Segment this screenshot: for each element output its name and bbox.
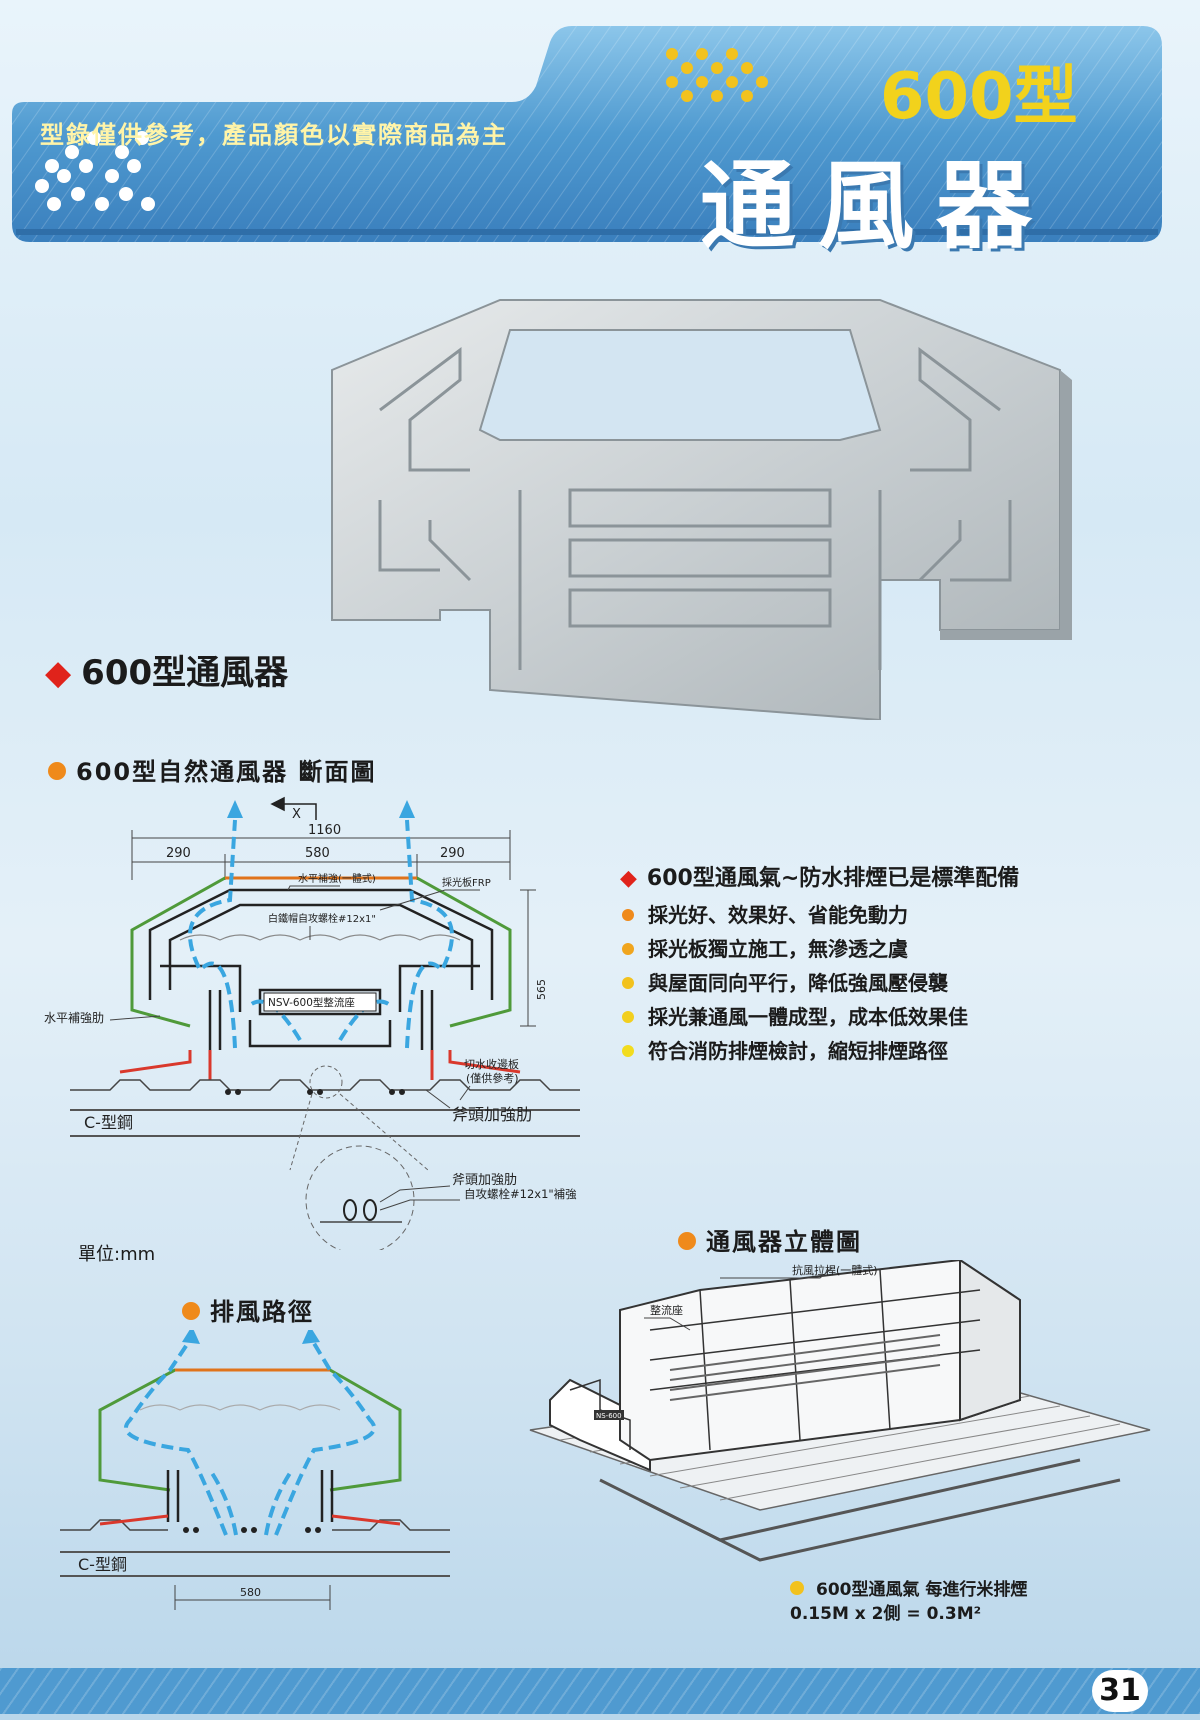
- orange-dot-icon: [678, 1232, 696, 1250]
- footer-stripes: [0, 1668, 1200, 1714]
- dim-height: 565: [535, 979, 548, 1000]
- dim-right: 290: [440, 846, 465, 861]
- label-flashing: 切水收邊板: [464, 1057, 519, 1071]
- main-section-title: ◆600型通風器: [45, 653, 289, 693]
- label-frp: 採光板FRP: [442, 876, 491, 889]
- feature-item: 採光兼通風一體成型，成本低效果佳: [622, 1000, 968, 1034]
- bullet-dot-icon: [622, 908, 634, 921]
- features-list: 採光好、效果好、省能免動力採光板獨立施工，無滲透之虞與屋面同向平行，降低強風壓侵…: [622, 898, 968, 1068]
- orange-dot-icon: [182, 1302, 200, 1320]
- label-flashing-note: (僅供參考): [466, 1071, 519, 1085]
- product-title: 通風器: [700, 150, 1054, 262]
- detail-screw: 自攻螺栓#12x1"補強: [464, 1187, 577, 1201]
- feature-item: 符合消防排煙檢討，縮短排煙路徑: [622, 1034, 968, 1068]
- ventilator-product-image: [331, 299, 1072, 720]
- unit-label: 單位:mm: [78, 1244, 156, 1265]
- feature-text: 與屋面同向平行，降低強風壓侵襲: [648, 971, 948, 995]
- orange-dot-icon: [48, 762, 66, 780]
- model-plate: NS-600: [596, 1412, 622, 1420]
- bullet-dot-icon: [622, 942, 634, 955]
- bullet-dot-icon: [622, 1010, 634, 1023]
- feature-text: 採光板獨立施工，無滲透之虞: [648, 937, 908, 961]
- red-diamond-icon: ◆: [620, 866, 637, 891]
- label-c-steel: C-型鋼: [84, 1113, 133, 1132]
- bullet-dot-icon: [622, 1044, 634, 1057]
- feature-item: 採光好、效果好、省能免動力: [622, 898, 968, 932]
- bullet-dot-icon: [622, 976, 634, 989]
- detail-axe-rib: 斧頭加強肋: [452, 1173, 517, 1188]
- footer-bar: [0, 1668, 1200, 1714]
- label-rectifier: NSV-600型整流座: [268, 996, 355, 1009]
- cross-section-diagram: X 1160 290 580 290 565: [44, 796, 580, 1250]
- feature-text: 採光兼通風一體成型，成本低效果佳: [648, 1005, 968, 1029]
- yellow-dot-icon: [790, 1581, 804, 1595]
- 3d-view-title: 通風器立體圖: [678, 1222, 862, 1257]
- dim-total: 1160: [308, 823, 341, 838]
- feature-item: 與屋面同向平行，降低強風壓侵襲: [622, 966, 968, 1000]
- dots-decoration-right: [666, 48, 768, 102]
- feature-text: 採光好、效果好、省能免動力: [648, 903, 908, 927]
- features-title: ◆600型通風氣~防水排煙已是標準配備: [620, 866, 1020, 891]
- label-rectifier-3d: 整流座: [650, 1303, 683, 1317]
- feature-item: 採光板獨立施工，無滲透之虞: [622, 932, 968, 966]
- feature-text: 符合消防排煙檢討，縮短排煙路徑: [648, 1039, 948, 1063]
- 3d-view-diagram: NS-600 抗風拉桿(一體式) 整流座: [529, 1260, 1151, 1562]
- header-banner: [12, 26, 1162, 242]
- label-wind-rod: 抗風拉桿(一體式): [792, 1263, 878, 1277]
- section-marker-label: X: [292, 807, 301, 822]
- dots-decoration-left: [35, 131, 155, 211]
- exhaust-path-diagram: C-型鋼 580: [60, 1330, 450, 1610]
- smoke-exhaust-note: 600型通風氣 每進行米排煙 0.15M x 2側 = 0.3M²: [790, 1580, 1028, 1624]
- label-screw: 白鐵帽自攻螺栓#12x1": [268, 912, 376, 925]
- label-axe-rib: 斧頭加強肋: [452, 1105, 532, 1124]
- model-title: 600型: [880, 60, 1078, 134]
- exhaust-path-title: 排風路徑: [182, 1292, 314, 1327]
- dim-left: 290: [166, 846, 191, 861]
- exhaust-dim-center: 580: [240, 1586, 261, 1599]
- label-top-rib: 水平補強(一體式): [298, 872, 376, 885]
- dim-center: 580: [305, 846, 330, 861]
- page-number: 31: [1092, 1670, 1148, 1712]
- red-diamond-icon: ◆: [45, 653, 72, 693]
- label-side-rib: 水平補強肋: [44, 1010, 104, 1025]
- exhaust-label-c-steel: C-型鋼: [78, 1555, 127, 1574]
- catalog-note: 型錄僅供參考，產品顏色以實際商品為主: [40, 121, 508, 149]
- cross-section-title: 600型自然通風器 斷面圖: [48, 752, 376, 787]
